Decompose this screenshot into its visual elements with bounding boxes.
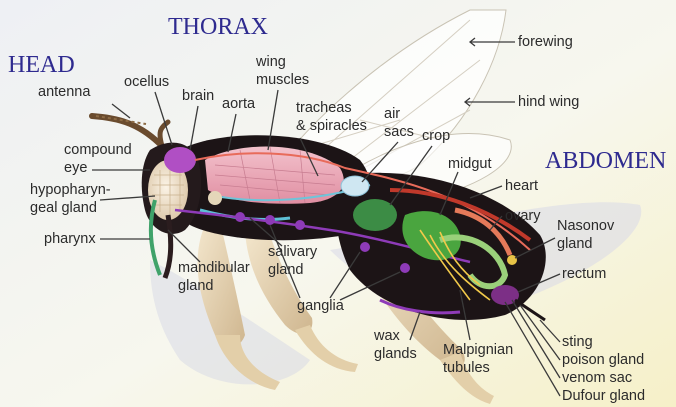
dufour-gland-label: Dufour gland (562, 388, 645, 404)
ganglia-label: ganglia (297, 298, 345, 314)
antenna-label: antenna (38, 84, 91, 100)
venom-sac-label: venom sac (562, 370, 632, 386)
poison-gland-label: poison gland (562, 352, 644, 368)
nasonov-gland-label-line2: gland (557, 236, 592, 252)
compound-eye-label-line2: eye (64, 160, 87, 176)
malpighian-tubules-label-line1: Malpignian (443, 342, 513, 358)
ocellus-label: ocellus (124, 74, 169, 90)
aorta-label: aorta (222, 96, 256, 112)
hypopharyngeal-gland-label-line1: hypopharyn- (30, 182, 111, 198)
rectum-label: rectum (562, 266, 606, 282)
brain-label: brain (182, 88, 214, 104)
tracheas-label-line1: tracheas (296, 100, 352, 116)
midgut-label: midgut (448, 156, 492, 172)
head-section-title: HEAD (8, 52, 75, 78)
air-sacs-label-line1: air (384, 106, 400, 122)
hypopharyngeal-gland-label-line2: geal gland (30, 200, 97, 216)
thorax-section-title: THORAX (168, 14, 268, 40)
wing-muscles-label-line1: wing (255, 54, 286, 70)
wax-glands-label-line1: wax (373, 328, 401, 344)
compound-eye-label-line1: compound (64, 142, 132, 158)
salivary-gland-label-line1: salivary (268, 244, 318, 260)
malpighian-tubules-label-line2: tubules (443, 360, 490, 376)
brain-shape (164, 147, 196, 173)
sting-label: sting (562, 334, 593, 350)
pharynx-label: pharynx (44, 231, 96, 247)
wax-glands-label-line2: glands (374, 346, 417, 362)
nasonov-gland-label-line1: Nasonov (557, 218, 615, 234)
crop-label: crop (422, 128, 450, 144)
mandibular-gland-label-line2: gland (178, 278, 213, 294)
mandibular-gland-label-line1: mandibular (178, 260, 250, 276)
abdomen-section-title: ABDOMEN (545, 148, 666, 174)
tracheas-label-line2: & spiracles (296, 118, 367, 134)
ovary-label: ovary (505, 208, 541, 224)
wing-muscles-label-line2: muscles (256, 72, 309, 88)
salivary-cluster (208, 191, 222, 205)
heart-label: heart (505, 178, 538, 194)
air-sacs-label-line2: sacs (384, 124, 414, 140)
forewing-label: forewing (518, 34, 573, 50)
hind-wing-label: hind wing (518, 94, 579, 110)
